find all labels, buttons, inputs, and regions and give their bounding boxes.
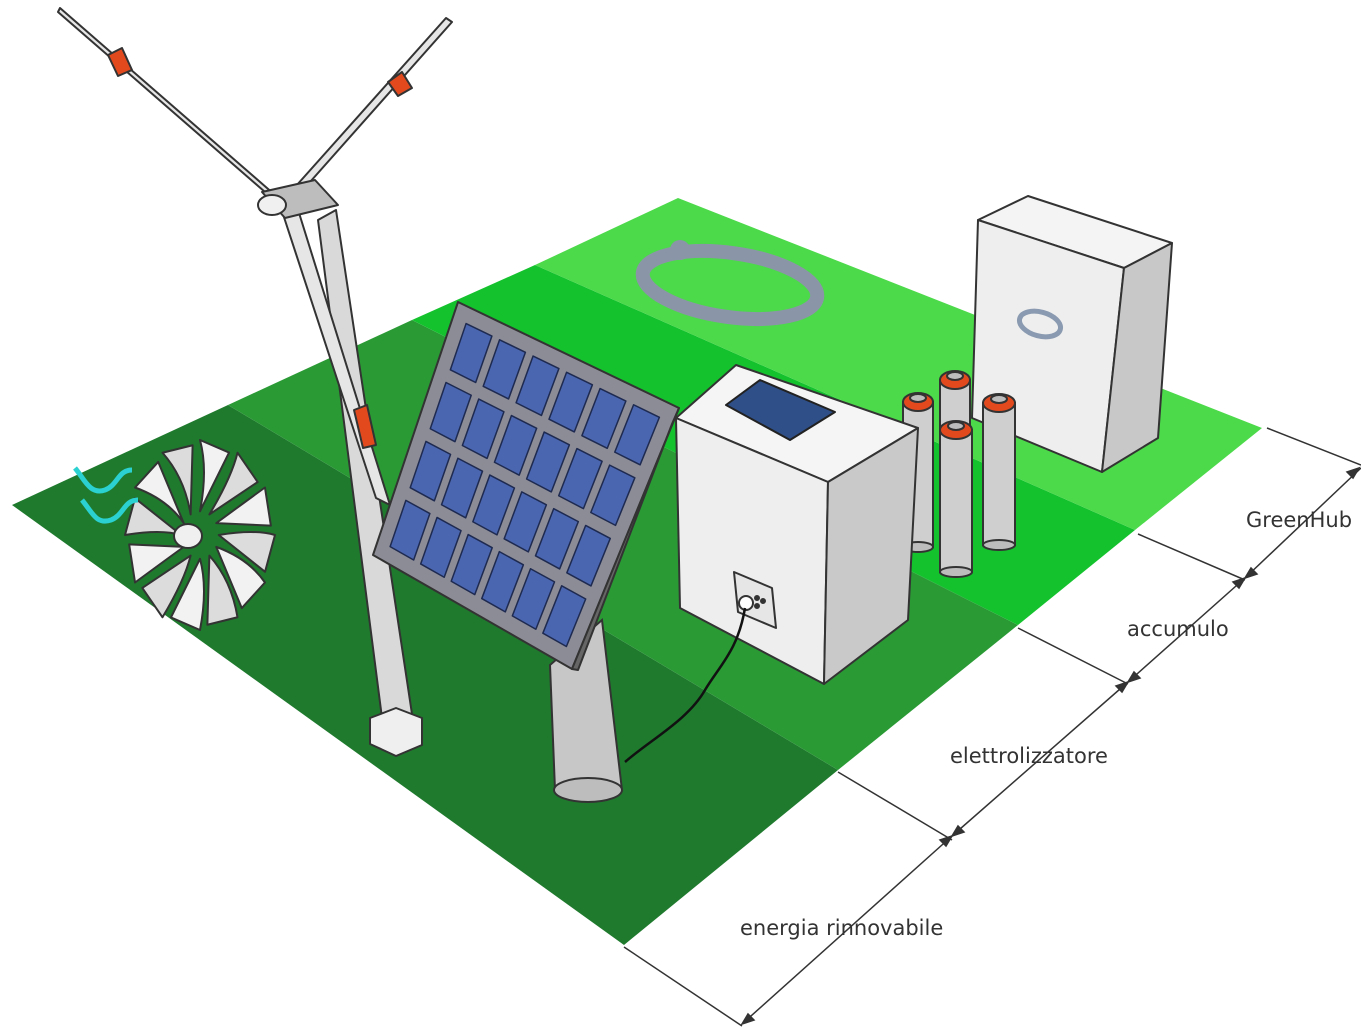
power-cable [624, 607, 747, 763]
solar-cell [461, 398, 505, 460]
solar-cell [503, 491, 548, 553]
water-turbine-blade [217, 531, 276, 573]
water-turbine-blade [199, 439, 231, 513]
water-turbine-blade [208, 451, 259, 516]
solar-cell [525, 431, 571, 493]
water-turbine-blade [206, 554, 239, 626]
water-turbine-blade [134, 460, 185, 525]
solar-cell [566, 524, 612, 587]
water-turbine-blade [141, 554, 192, 619]
turbine-base [369, 707, 423, 757]
water-wave-icon [73, 466, 139, 524]
solar-cell [614, 404, 661, 466]
solar-panel [372, 301, 680, 671]
turbine-hub [257, 194, 287, 216]
turbine-blade-stripe [107, 47, 133, 77]
water-turbine-blade [169, 557, 205, 631]
solar-cell [557, 447, 603, 510]
solar-cell [542, 585, 587, 648]
turbine-blade-stripe [353, 404, 377, 449]
solar-cell [440, 457, 484, 519]
solar-cell [472, 474, 516, 536]
solar-cell [548, 371, 594, 433]
solar-cell [590, 464, 636, 527]
water-turbine-blade [124, 497, 183, 536]
dimension-lines [623, 427, 1361, 1027]
cabinet-logo-icon [1016, 308, 1064, 340]
turbine-blade [57, 7, 281, 206]
turbine-blade [295, 17, 453, 187]
greenhub-ring-logo [635, 240, 825, 326]
water-turbine-blade [161, 444, 194, 516]
solar-cell [429, 381, 472, 443]
label-greenhub: GreenHub [1246, 508, 1352, 532]
solar-cell [511, 567, 556, 630]
solar-cell [409, 440, 452, 502]
solar-cell [389, 499, 431, 561]
solar-cell-grid [389, 322, 661, 648]
storage-tanks [902, 370, 1016, 578]
tank [939, 420, 973, 578]
water-turbine-blade [215, 486, 272, 527]
label-energia-rinnovabile: energia rinnovabile [740, 916, 943, 940]
solar-cell [515, 355, 560, 417]
label-elettrolizzatore: elettrolizzatore [950, 744, 1108, 768]
turbine-blade-stripe [387, 71, 413, 97]
solar-cell [481, 550, 525, 613]
solar-cell [581, 387, 627, 450]
electrolyzer-box [675, 364, 919, 685]
solar-cell [449, 322, 493, 384]
water-turbine [124, 439, 276, 631]
label-accumulo: accumulo [1127, 617, 1229, 641]
solar-cell [493, 414, 538, 476]
water-turbine-blade [215, 545, 266, 610]
solar-cell [534, 507, 580, 570]
wind-turbine [57, 7, 453, 757]
solar-cell [482, 339, 527, 400]
zone-renewable-energy [12, 405, 838, 945]
water-turbine-blade [128, 543, 185, 584]
tank [982, 393, 1016, 551]
solar-cell [450, 533, 493, 596]
solar-cell [419, 516, 462, 579]
